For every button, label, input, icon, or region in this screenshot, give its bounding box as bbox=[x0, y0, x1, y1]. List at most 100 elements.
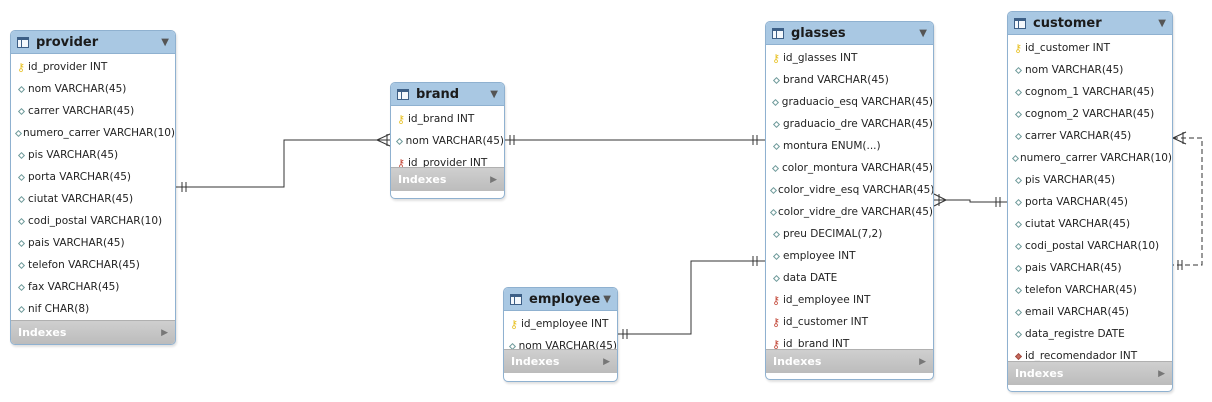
collapse-arrow-icon[interactable]: ▼ bbox=[161, 36, 169, 48]
table-column[interactable]: ⚷id_glasses INT bbox=[766, 47, 933, 69]
table-column[interactable]: color_vidre_esq VARCHAR(45) bbox=[766, 179, 933, 201]
indexes-section[interactable]: Indexes ▶ bbox=[504, 349, 617, 373]
table-column[interactable]: graduacio_dre VARCHAR(45) bbox=[766, 113, 933, 135]
table-column[interactable]: color_vidre_dre VARCHAR(45) bbox=[766, 201, 933, 223]
expand-arrow-icon[interactable]: ▶ bbox=[919, 356, 926, 367]
table-column[interactable]: codi_postal VARCHAR(10) bbox=[11, 210, 175, 232]
collapse-arrow-icon[interactable]: ▼ bbox=[490, 88, 498, 100]
foreign-attribute-icon bbox=[1013, 352, 1023, 360]
table-column[interactable]: ⚷id_customer INT bbox=[766, 311, 933, 333]
indexes-section[interactable]: Indexes ▶ bbox=[11, 320, 175, 344]
table-column[interactable]: graduacio_esq VARCHAR(45) bbox=[766, 91, 933, 113]
table-column[interactable]: color_montura VARCHAR(45) bbox=[766, 157, 933, 179]
table-column[interactable]: pais VARCHAR(45) bbox=[11, 232, 175, 254]
indexes-section[interactable]: Indexes ▶ bbox=[1008, 361, 1172, 385]
attribute-diamond-icon bbox=[1013, 308, 1023, 316]
column-label: fax VARCHAR(45) bbox=[28, 281, 120, 293]
table-column[interactable]: porta VARCHAR(45) bbox=[11, 166, 175, 188]
diamond-icon bbox=[17, 107, 25, 115]
column-label: porta VARCHAR(45) bbox=[28, 171, 132, 183]
table-column[interactable]: cognom_1 VARCHAR(45) bbox=[1008, 81, 1172, 103]
diamond-icon bbox=[1011, 154, 1020, 162]
diamond-icon bbox=[1014, 176, 1022, 184]
relationship-customer-recomendador bbox=[1173, 137, 1203, 266]
table-column[interactable]: id_recomendador INT bbox=[1008, 345, 1172, 367]
expand-arrow-icon[interactable]: ▶ bbox=[161, 327, 168, 338]
diamond-icon bbox=[772, 252, 780, 260]
table-column[interactable]: pis VARCHAR(45) bbox=[11, 144, 175, 166]
column-label: porta VARCHAR(45) bbox=[1025, 196, 1129, 208]
attribute-diamond-icon bbox=[16, 151, 26, 159]
expand-arrow-icon[interactable]: ▶ bbox=[1158, 368, 1165, 379]
table-column[interactable]: ⚷id_brand INT bbox=[766, 333, 933, 355]
table-column[interactable]: preu DECIMAL(7,2) bbox=[766, 223, 933, 245]
table-column[interactable]: nom VARCHAR(45) bbox=[1008, 59, 1172, 81]
expand-arrow-icon[interactable]: ▶ bbox=[603, 356, 610, 367]
table-column[interactable]: porta VARCHAR(45) bbox=[1008, 191, 1172, 213]
table-column[interactable]: employee INT bbox=[766, 245, 933, 267]
key-glyph-red: ⚷ bbox=[771, 337, 781, 351]
collapse-arrow-icon[interactable]: ▼ bbox=[919, 27, 927, 39]
diamond-icon bbox=[1014, 132, 1022, 140]
key-glyph-gold: ⚷ bbox=[509, 317, 519, 331]
key-glyph-gold: ⚷ bbox=[16, 60, 26, 74]
table-header[interactable]: customer ▼ bbox=[1008, 12, 1172, 35]
marker-glasses-many bbox=[933, 193, 947, 201]
table-column[interactable]: ⚷id_customer INT bbox=[1008, 37, 1172, 59]
table-column[interactable]: nom VARCHAR(45) bbox=[391, 130, 504, 152]
table-column[interactable]: ⚷id_employee INT bbox=[504, 313, 617, 335]
table-header[interactable]: employee ▼ bbox=[504, 288, 617, 311]
table-column[interactable]: data_registre DATE bbox=[1008, 323, 1172, 345]
diamond-icon bbox=[1014, 66, 1022, 74]
primary-key-icon: ⚷ bbox=[396, 114, 406, 125]
table-column[interactable]: numero_carrer VARCHAR(10) bbox=[11, 122, 175, 144]
table-column[interactable]: pis VARCHAR(45) bbox=[1008, 169, 1172, 191]
table-column[interactable]: telefon VARCHAR(45) bbox=[1008, 279, 1172, 301]
collapse-arrow-icon[interactable]: ▼ bbox=[1158, 17, 1166, 29]
table-column[interactable]: codi_postal VARCHAR(10) bbox=[1008, 235, 1172, 257]
diamond-icon bbox=[1014, 264, 1022, 272]
table-column[interactable]: ⚷id_provider INT bbox=[391, 152, 504, 174]
table-column[interactable]: carrer VARCHAR(45) bbox=[1008, 125, 1172, 147]
table-column[interactable]: ciutat VARCHAR(45) bbox=[1008, 213, 1172, 235]
table-column[interactable]: ciutat VARCHAR(45) bbox=[11, 188, 175, 210]
diamond-icon bbox=[17, 239, 25, 247]
table-column[interactable]: montura ENUM(...) bbox=[766, 135, 933, 157]
table-column[interactable]: cognom_2 VARCHAR(45) bbox=[1008, 103, 1172, 125]
column-label: id_provider INT bbox=[28, 61, 108, 73]
attribute-diamond-icon bbox=[16, 195, 26, 203]
table-header[interactable]: glasses ▼ bbox=[766, 22, 933, 45]
table-column[interactable]: data DATE bbox=[766, 267, 933, 289]
table-column[interactable]: ⚷id_brand INT bbox=[391, 108, 504, 130]
table-header[interactable]: provider ▼ bbox=[11, 31, 175, 54]
marker-brand-many bbox=[376, 133, 391, 141]
table-column[interactable]: brand VARCHAR(45) bbox=[766, 69, 933, 91]
table-column[interactable]: ⚷id_provider INT bbox=[11, 56, 175, 78]
attribute-diamond-icon bbox=[1013, 220, 1023, 228]
attribute-diamond-icon bbox=[1013, 132, 1023, 140]
table-header[interactable]: brand ▼ bbox=[391, 83, 504, 106]
table-column[interactable]: pais VARCHAR(45) bbox=[1008, 257, 1172, 279]
table-column[interactable]: numero_carrer VARCHAR(10) bbox=[1008, 147, 1172, 169]
table-column[interactable]: telefon VARCHAR(45) bbox=[11, 254, 175, 276]
table-column[interactable]: ⚷id_employee INT bbox=[766, 289, 933, 311]
collapse-arrow-icon[interactable]: ▼ bbox=[603, 293, 611, 305]
expand-arrow-icon[interactable]: ▶ bbox=[490, 174, 497, 185]
table-column[interactable]: carrer VARCHAR(45) bbox=[11, 100, 175, 122]
table-icon bbox=[772, 27, 784, 39]
table-column[interactable]: email VARCHAR(45) bbox=[1008, 301, 1172, 323]
table-icon bbox=[17, 36, 29, 48]
primary-key-icon: ⚷ bbox=[771, 53, 781, 64]
table-column[interactable]: nom VARCHAR(45) bbox=[11, 78, 175, 100]
table-column[interactable]: fax VARCHAR(45) bbox=[11, 276, 175, 298]
indexes-section[interactable]: Indexes ▶ bbox=[766, 349, 933, 373]
column-label: id_recomendador INT bbox=[1025, 350, 1138, 362]
indexes-section[interactable]: Indexes ▶ bbox=[391, 167, 504, 191]
table-column[interactable]: nif CHAR(8) bbox=[11, 298, 175, 320]
attribute-diamond-icon bbox=[1013, 110, 1023, 118]
